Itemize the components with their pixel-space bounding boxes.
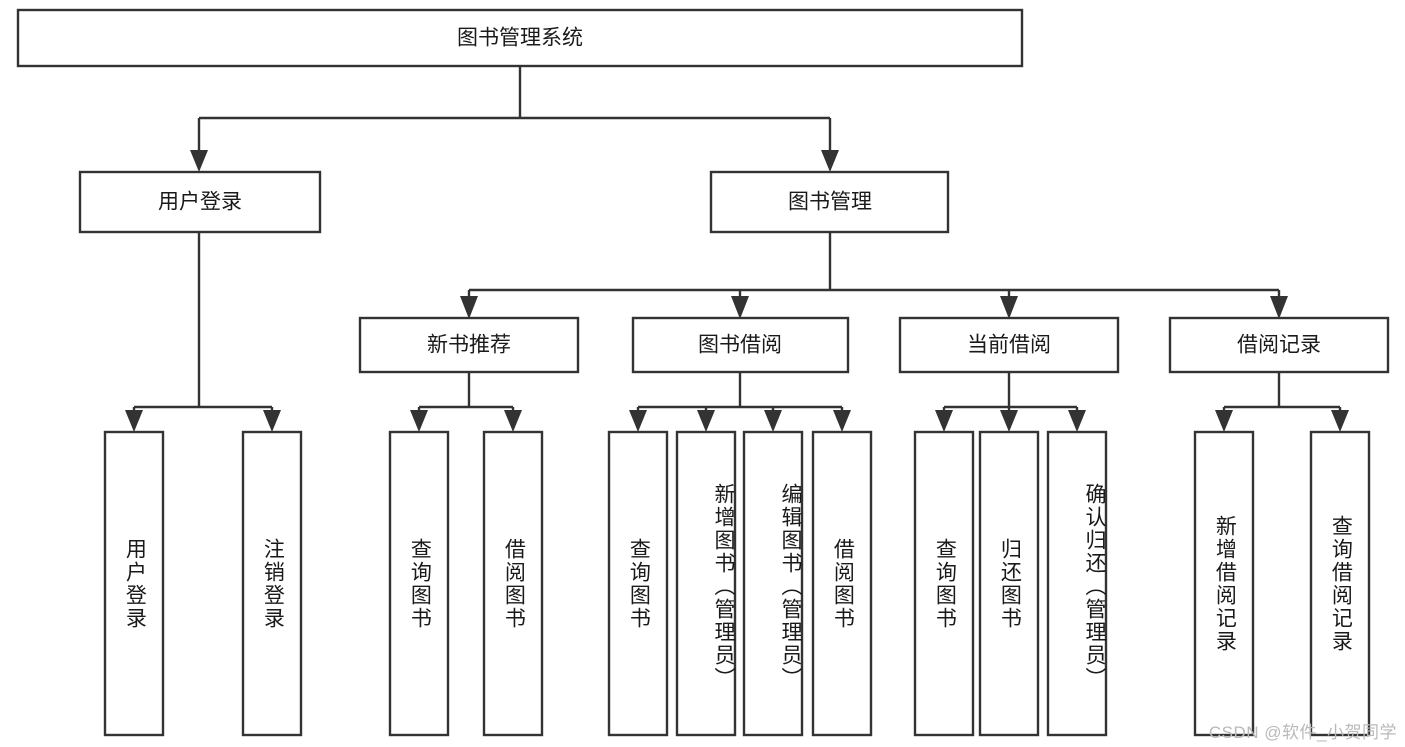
- arrow-to-book-borrow: [731, 296, 749, 319]
- node-new-book-recommend[interactable]: [358, 316, 580, 374]
- leaf-query-borrow-record[interactable]: [1309, 430, 1371, 737]
- leaf-logout[interactable]: [241, 430, 303, 737]
- leaf-edit-book-admin[interactable]: [742, 430, 804, 737]
- arrow-root-to-user-login: [190, 150, 208, 172]
- leaf-add-book-admin[interactable]: [675, 430, 737, 737]
- arrow-to-current-borrow: [1000, 296, 1018, 319]
- leaf-borrow-book-2[interactable]: [811, 430, 873, 737]
- node-root-system-label: 图书管理系统: [457, 27, 583, 50]
- leaf-borrow-book-1[interactable]: [482, 430, 544, 737]
- node-current-borrow[interactable]: [898, 316, 1120, 374]
- arrow-to-leaf-query-book-3: [935, 410, 953, 432]
- node-root-system[interactable]: [16, 8, 1024, 68]
- arrow-to-leaf-edit-book-admin: [764, 410, 782, 432]
- node-user-login-label: 用户登录: [158, 191, 242, 214]
- arrow-to-leaf-user-login: [125, 410, 143, 432]
- node-borrow-record-label: 借阅记录: [1237, 334, 1321, 357]
- node-user-login[interactable]: [78, 170, 322, 234]
- arrow-to-borrow-record: [1270, 296, 1288, 319]
- node-borrow-record[interactable]: [1168, 316, 1390, 374]
- arrow-root-to-book-mgmt: [821, 150, 839, 172]
- arrow-to-new-book-recommend: [460, 296, 478, 319]
- watermark-text: CSDN @软件_小贺同学: [1208, 723, 1397, 742]
- arrow-to-leaf-logout: [263, 410, 281, 432]
- node-current-borrow-label: 当前借阅: [967, 334, 1051, 357]
- node-new-book-recommend-label: 新书推荐: [427, 334, 511, 357]
- connector-group-new-book-recommend: [410, 372, 522, 432]
- connector-group-current-borrow: [935, 372, 1086, 432]
- node-book-management-label: 图书管理: [788, 191, 872, 214]
- leaf-query-book-3[interactable]: [913, 430, 975, 737]
- arrow-to-leaf-return-book: [1000, 410, 1018, 432]
- leaf-return-book[interactable]: [978, 430, 1040, 737]
- leaf-add-borrow-record[interactable]: [1193, 430, 1255, 737]
- arrow-to-leaf-borrow-book-1: [504, 410, 522, 432]
- connector-group-book-mgmt: [460, 232, 1288, 319]
- arrow-to-leaf-query-book-1: [410, 410, 428, 432]
- arrow-to-leaf-add-book-admin: [697, 410, 715, 432]
- connector-group-root: [190, 66, 839, 172]
- connector-group-book-borrow: [629, 372, 851, 432]
- leaf-query-book-1[interactable]: [388, 430, 450, 737]
- arrow-to-leaf-confirm-return-admin: [1068, 410, 1086, 432]
- leaf-confirm-return-admin[interactable]: [1046, 430, 1108, 737]
- connector-group-user-login: [125, 232, 281, 432]
- node-book-borrow[interactable]: [631, 316, 850, 374]
- arrow-to-leaf-borrow-book-2: [833, 410, 851, 432]
- leaf-query-book-2[interactable]: [607, 430, 669, 737]
- leaf-user-login[interactable]: [103, 430, 165, 737]
- node-book-management[interactable]: [709, 170, 950, 234]
- arrow-to-leaf-query-borrow-record: [1331, 410, 1349, 432]
- node-book-borrow-label: 图书借阅: [698, 334, 782, 357]
- connector-group-borrow-record: [1215, 372, 1349, 432]
- arrow-to-leaf-query-book-2: [629, 410, 647, 432]
- arrow-to-leaf-add-borrow-record: [1215, 410, 1233, 432]
